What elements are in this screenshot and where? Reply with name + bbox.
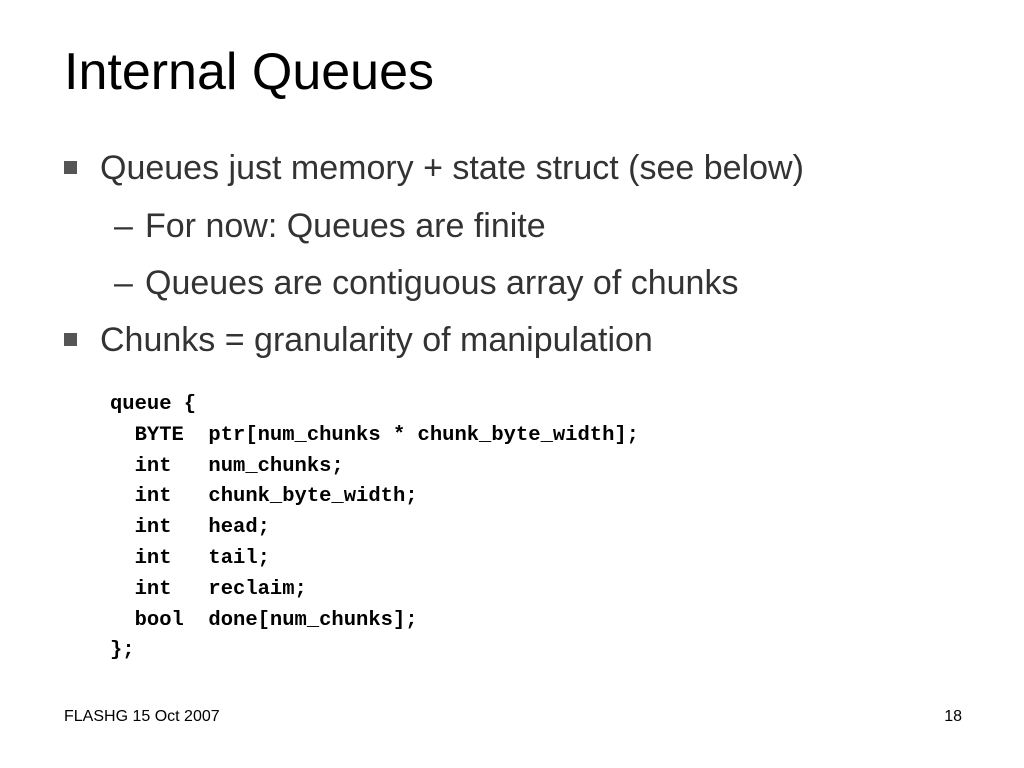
- sub-bullet-text: Queues are contiguous array of chunks: [145, 264, 739, 302]
- dash-bullet: –: [114, 264, 133, 302]
- square-bullet-icon: [64, 333, 77, 346]
- code-block: queue { BYTE ptr[num_chunks * chunk_byte…: [110, 390, 639, 667]
- code-line: bool done[num_chunks];: [110, 608, 418, 632]
- code-line: BYTE ptr[num_chunks * chunk_byte_width];: [110, 423, 639, 447]
- code-line: int chunk_byte_width;: [110, 485, 418, 509]
- code-line: int num_chunks;: [110, 454, 344, 478]
- code-line: };: [110, 639, 135, 663]
- slide-title: Internal Queues: [64, 43, 435, 101]
- code-line: queue {: [110, 393, 197, 416]
- bullet-text: Chunks = granularity of manipulation: [100, 321, 653, 359]
- page-number: 18: [944, 708, 962, 725]
- sub-bullet-text: For now: Queues are finite: [145, 207, 546, 245]
- bullet-text: Queues just memory + state struct (see b…: [100, 149, 804, 187]
- footer-text: FLASHG 15 Oct 2007: [64, 708, 220, 725]
- code-line: int tail;: [110, 546, 270, 570]
- code-line: int head;: [110, 516, 270, 540]
- dash-bullet: –: [114, 207, 133, 245]
- code-line: int reclaim;: [110, 577, 307, 601]
- square-bullet-icon: [64, 161, 77, 174]
